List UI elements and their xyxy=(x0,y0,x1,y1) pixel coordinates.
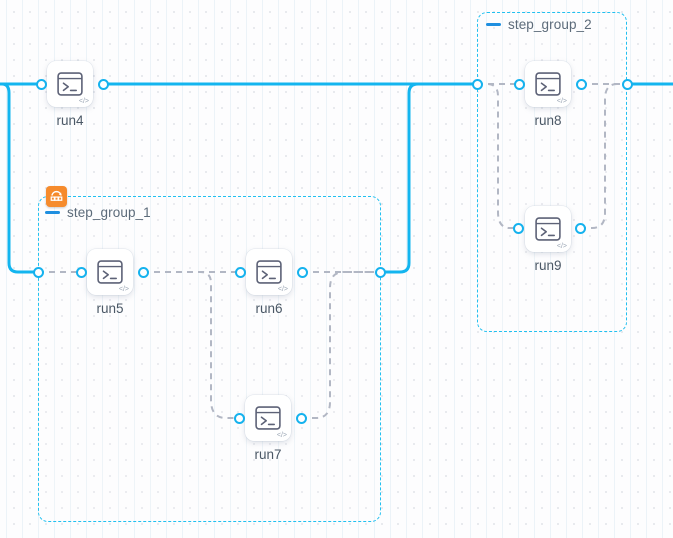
code-icon: </> xyxy=(78,98,89,105)
code-icon: </> xyxy=(276,432,287,439)
code-icon: </> xyxy=(118,286,129,293)
edge-group1-up-to-main xyxy=(378,82,479,274)
code-icon: </> xyxy=(277,286,288,293)
group-box-step-group-2[interactable] xyxy=(477,12,627,332)
port-run5-out[interactable] xyxy=(138,267,149,278)
port-run7-out[interactable] xyxy=(296,413,307,424)
code-icon: </> xyxy=(556,243,567,250)
port-run8-out[interactable] xyxy=(576,79,587,90)
node-card[interactable]: </> xyxy=(47,61,93,107)
node-run6[interactable]: </> run6 xyxy=(246,249,292,316)
port-run7-in[interactable] xyxy=(234,413,245,424)
group-label: step_group_1 xyxy=(67,205,151,220)
collapse-minus-icon[interactable] xyxy=(45,211,60,214)
terminal-icon xyxy=(535,72,561,96)
port-run6-out[interactable] xyxy=(297,267,308,278)
node-label: run5 xyxy=(96,301,124,316)
port-group1-out[interactable] xyxy=(375,267,386,278)
port-group2-out[interactable] xyxy=(622,79,633,90)
node-label: run6 xyxy=(255,301,283,316)
node-card[interactable]: </> xyxy=(525,61,571,107)
terminal-icon xyxy=(255,406,281,430)
node-label: run7 xyxy=(254,447,282,462)
port-run4-in[interactable] xyxy=(36,79,47,90)
code-icon: </> xyxy=(556,98,567,105)
group-header-step-group-1[interactable]: step_group_1 xyxy=(45,205,151,220)
port-group1-in[interactable] xyxy=(33,267,44,278)
node-run7[interactable]: </> run7 xyxy=(245,395,291,462)
node-card[interactable]: </> xyxy=(246,249,292,295)
node-card[interactable]: </> xyxy=(87,249,133,295)
terminal-icon xyxy=(57,72,83,96)
node-run5[interactable]: </> run5 xyxy=(87,249,133,316)
group-header-step-group-2[interactable]: step_group_2 xyxy=(486,17,592,32)
edge-left-down-to-group1 xyxy=(0,82,40,274)
terminal-icon xyxy=(535,217,561,241)
node-label: run8 xyxy=(534,113,562,128)
node-run8[interactable]: </> run8 xyxy=(525,61,571,128)
node-card[interactable]: </> xyxy=(525,206,571,252)
port-run6-in[interactable] xyxy=(235,267,246,278)
retry-loop-icon[interactable] xyxy=(46,186,67,207)
node-run9[interactable]: </> run9 xyxy=(525,206,571,273)
collapse-minus-icon[interactable] xyxy=(486,23,501,26)
port-group2-in[interactable] xyxy=(472,79,483,90)
port-run9-out[interactable] xyxy=(575,223,586,234)
node-run4[interactable]: </> run4 xyxy=(47,61,93,128)
port-run4-out[interactable] xyxy=(98,79,109,90)
port-run8-in[interactable] xyxy=(514,79,525,90)
port-run9-in[interactable] xyxy=(513,223,524,234)
terminal-icon xyxy=(256,260,282,284)
node-label: run9 xyxy=(534,258,562,273)
port-run5-in[interactable] xyxy=(76,267,87,278)
node-card[interactable]: </> xyxy=(245,395,291,441)
node-label: run4 xyxy=(56,113,84,128)
group-box-step-group-1[interactable] xyxy=(38,196,381,522)
group-label: step_group_2 xyxy=(508,17,592,32)
terminal-icon xyxy=(97,260,123,284)
